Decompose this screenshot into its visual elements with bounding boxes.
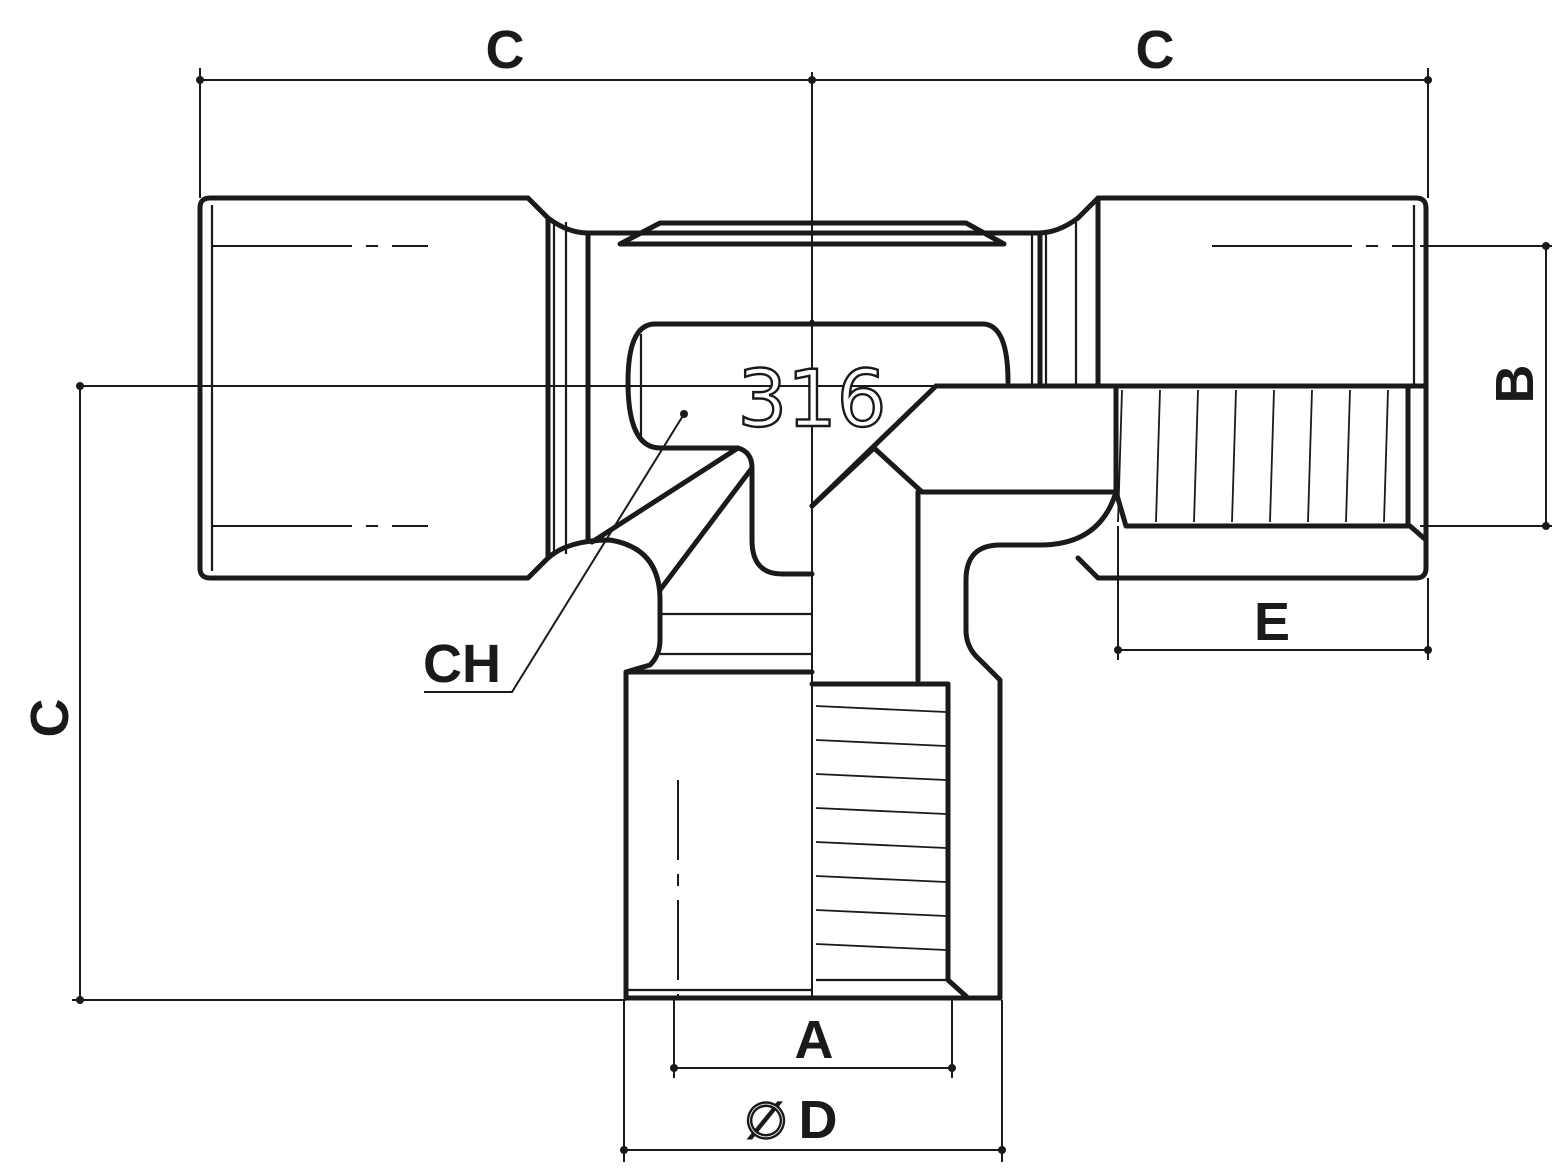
labels: C C C B E CH A ∅ D 316	[20, 20, 1545, 1151]
material-mark: 316	[738, 355, 887, 445]
label-e: E	[1254, 592, 1290, 652]
label-c-top-right: C	[1136, 20, 1175, 80]
label-b: B	[1485, 365, 1545, 404]
tee-body	[545, 215, 1119, 1001]
label-c-left: C	[20, 699, 80, 738]
left-arm	[197, 195, 568, 581]
bottom-arm	[623, 669, 1003, 1001]
bottom-thread-lines	[815, 705, 947, 951]
diameter-symbol: ∅	[744, 1092, 788, 1150]
dimensions	[72, 68, 1552, 1162]
label-d: D	[799, 1090, 838, 1150]
label-c-top-left: C	[486, 20, 525, 80]
centerlines	[80, 72, 1116, 998]
right-arm	[1075, 195, 1429, 581]
label-a: A	[795, 1010, 834, 1070]
right-thread-lines	[1117, 389, 1389, 523]
label-ch: CH	[423, 634, 501, 694]
